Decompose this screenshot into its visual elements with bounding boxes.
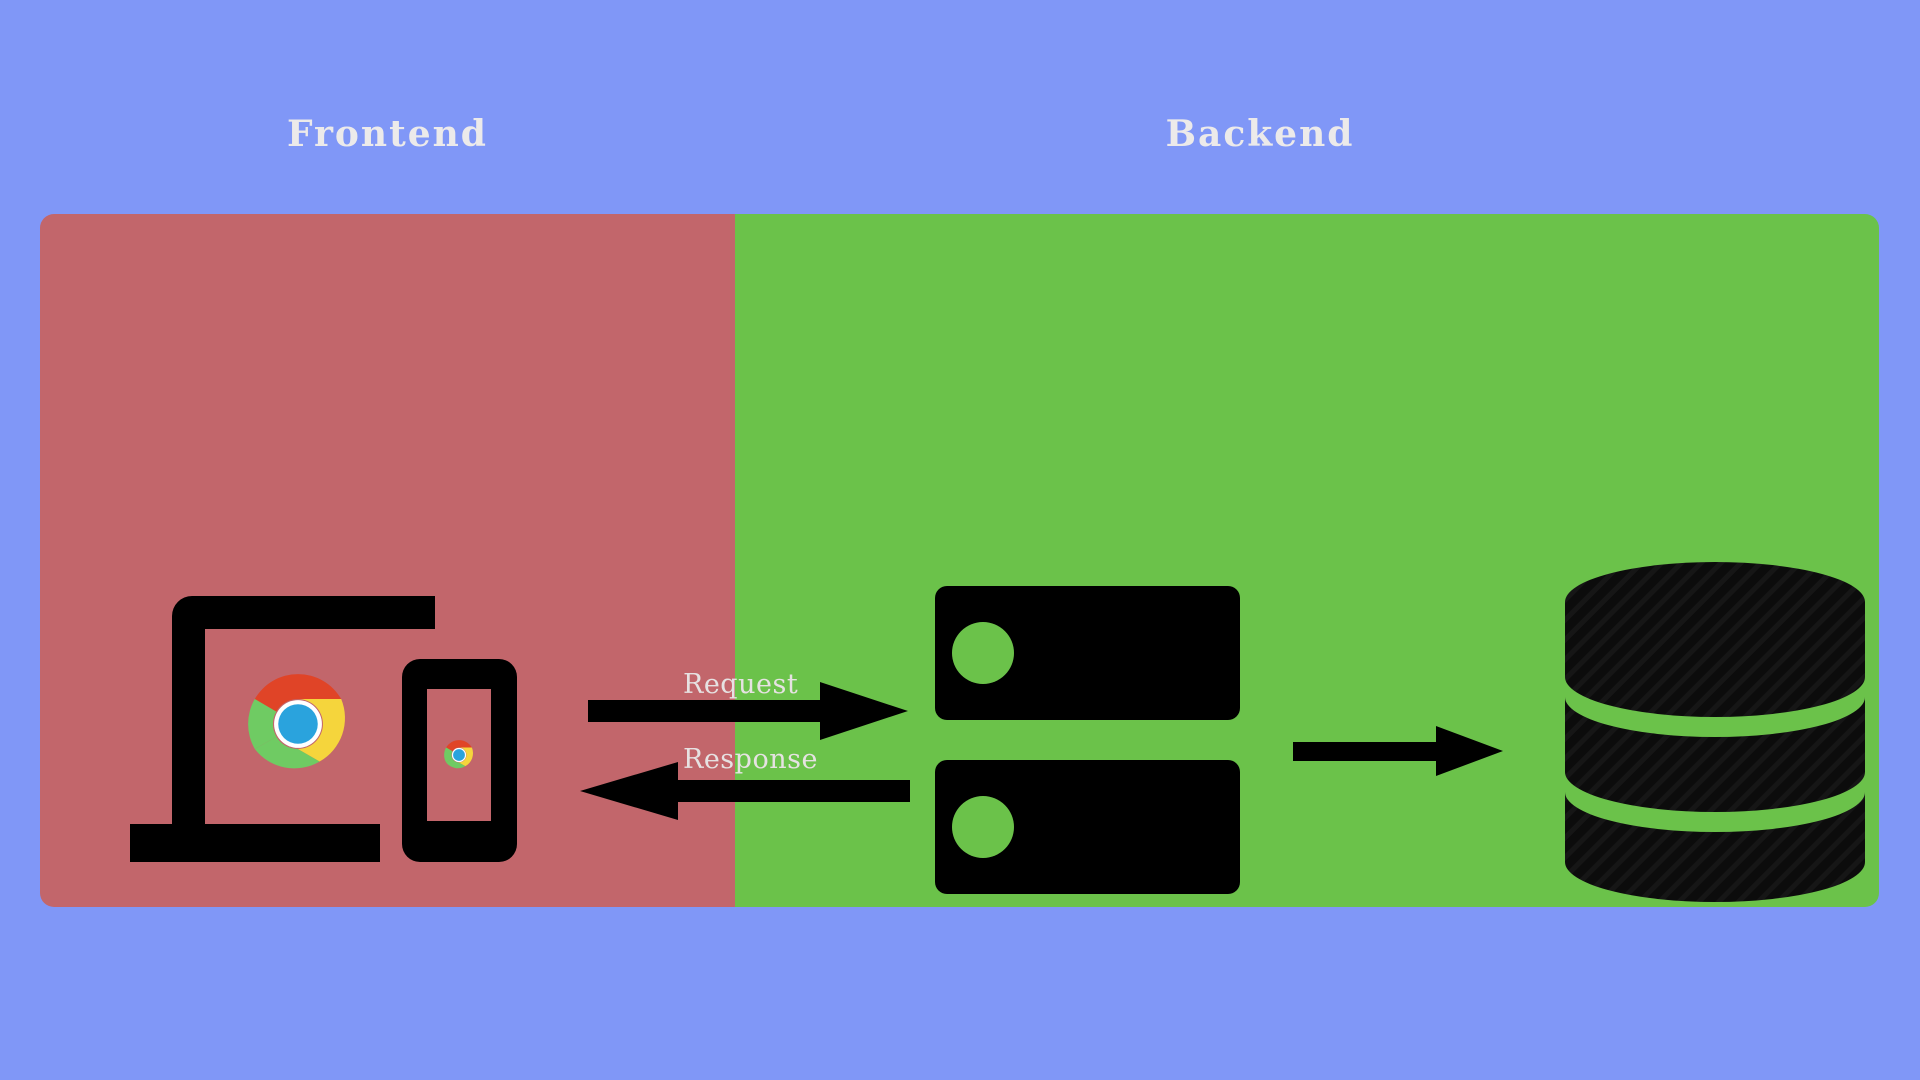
server-rack-icon (935, 586, 1240, 894)
database-cylinder-icon (1565, 562, 1865, 902)
request-label: Request (683, 669, 799, 700)
laptop-and-phone-with-chrome-icon (130, 596, 517, 862)
section-title-backend: Backend (1165, 113, 1355, 155)
database-icon-group (1560, 562, 1870, 902)
request-arrow (588, 680, 908, 742)
response-label: Response (683, 744, 818, 775)
section-title-frontend: Frontend (287, 113, 488, 155)
web-server-icon-group (935, 584, 1240, 894)
arrow-right-icon (1293, 726, 1503, 776)
response-arrow (580, 760, 910, 822)
server-to-database-arrow (1293, 720, 1503, 782)
architecture-panel: Request Response Client Devices Web Serv… (40, 214, 1879, 907)
arrow-right-icon (588, 682, 908, 740)
client-devices-icon-group (130, 594, 550, 864)
arrow-left-icon (580, 762, 910, 820)
